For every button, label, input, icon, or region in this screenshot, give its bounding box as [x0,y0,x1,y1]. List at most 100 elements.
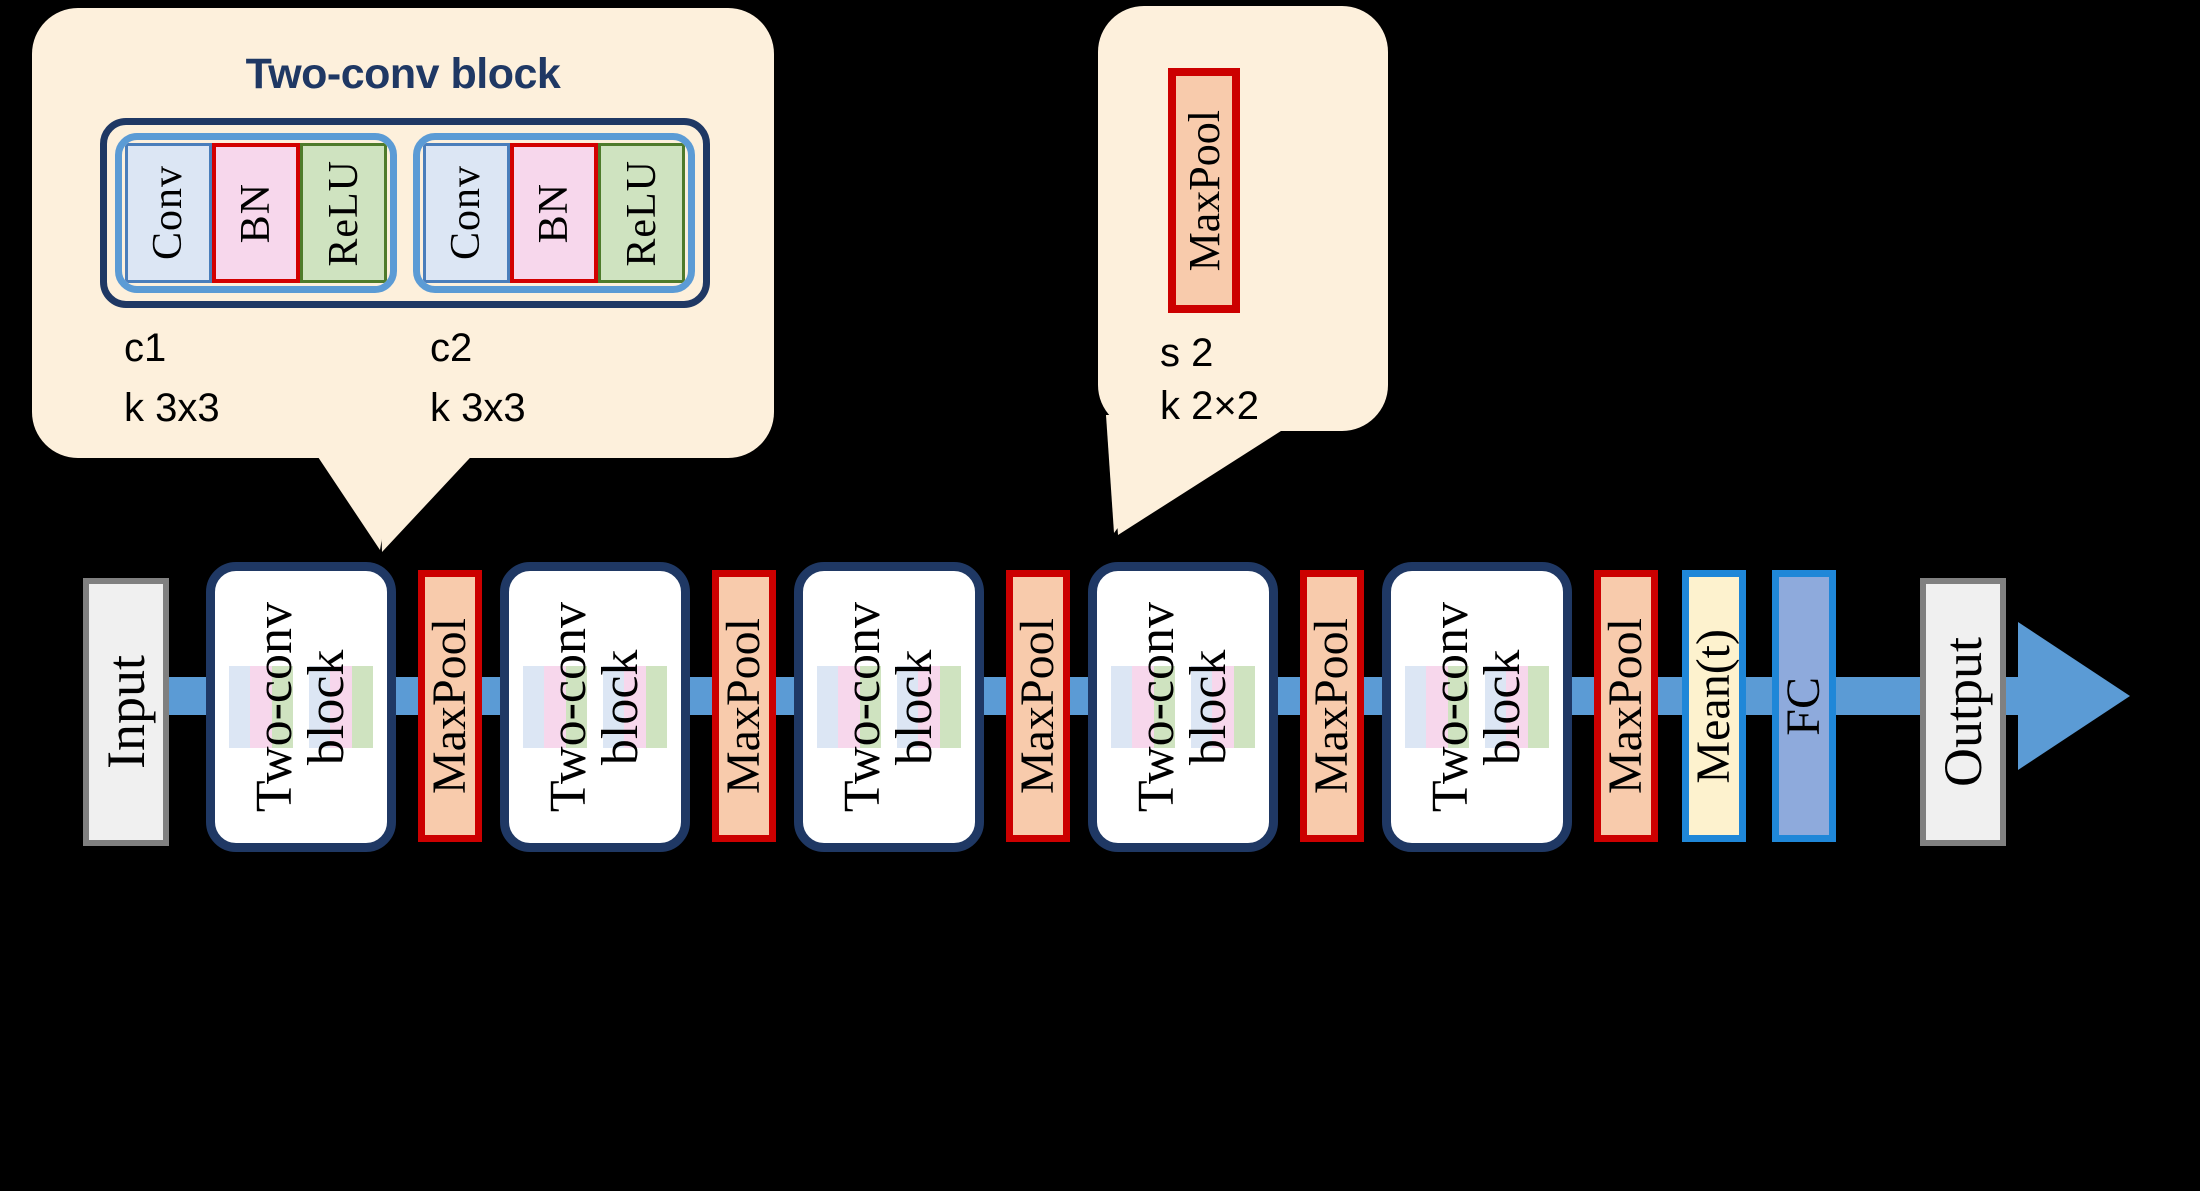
bn-stripe [838,666,860,748]
stripe-group-c1 [1405,666,1469,748]
relu-stripe [939,666,961,748]
stripe-group-c1 [523,666,587,748]
pipeline-node-label: Two-conv block [834,601,943,813]
stripe-group-c2 [897,666,961,748]
pipeline-node-block3[interactable]: Two-conv block [794,562,984,852]
c1-kernel-label: k 3x3 [124,386,220,430]
pipeline-node-label: Two-conv block [540,601,649,813]
relu-stripe [351,666,373,748]
bn-stripe [918,666,940,748]
stripe-group-c2 [1485,666,1549,748]
relu-stripe [645,666,667,748]
conv-stripe [1111,666,1133,748]
pipeline-node-label: MaxPool [1305,617,1358,794]
conv-stripe [229,666,251,748]
maxpool-legend-chip-label: MaxPool [1179,109,1229,272]
pipeline-node-fc[interactable]: FC [1772,570,1836,842]
pipeline-node-input[interactable]: Input [83,578,169,846]
maxpool-stride-label: s 2 [1160,331,1214,375]
conv-stripe [1485,666,1507,748]
maxpool-legend-chip: MaxPool [1168,68,1240,313]
pipeline-node-label: MaxPool [1011,617,1064,794]
pipeline-node-label: MaxPool [717,617,770,794]
two-conv-outer-container: Conv BN ReLU Conv BN ReLU [100,118,710,308]
conv-stripe [817,666,839,748]
bn-cell-label: BN [531,182,577,244]
pipeline-node-block4[interactable]: Two-conv block [1088,562,1278,852]
pipeline-node-label: Two-conv block [1422,601,1531,813]
block-stripes [1405,666,1549,748]
two-conv-callout: Two-conv block Conv BN ReLU Conv [32,8,774,458]
pipeline-node-pool3[interactable]: MaxPool [1006,570,1070,842]
maxpool-callout: MaxPool s 2 k 2×2 [1098,6,1388,431]
stripe-group-c2 [603,666,667,748]
maxpool-kernel-label: k 2×2 [1160,384,1259,428]
pipeline-node-pool4[interactable]: MaxPool [1300,570,1364,842]
relu-cell-label: ReLU [618,159,665,267]
bn-stripe [1506,666,1528,748]
conv-unit-c1: Conv BN ReLU [115,133,397,293]
block-stripes [1111,666,1255,748]
stripe-group-c1 [817,666,881,748]
c2-kernel-label: k 3x3 [430,386,526,430]
pipeline-node-pool5[interactable]: MaxPool [1594,570,1658,842]
relu-stripe [1447,666,1469,748]
pipeline-node-label: MaxPool [1599,617,1652,794]
pipeline-node-block1[interactable]: Two-conv block [206,562,396,852]
c2-name-label: c2 [430,326,473,370]
pipeline-node-label: MaxPool [423,617,476,794]
relu-stripe [859,666,881,748]
stripe-group-c2 [309,666,373,748]
conv-cell-label: Conv [145,165,192,261]
pipeline-node-label: Input [96,655,156,769]
conv-stripe [1191,666,1213,748]
block-stripes [523,666,667,748]
relu-stripe [1153,666,1175,748]
relu-stripe [1233,666,1255,748]
bn-stripe [250,666,272,748]
bn-stripe [1132,666,1154,748]
pipeline-node-pool2[interactable]: MaxPool [712,570,776,842]
pipeline-node-label: FC [1777,676,1830,736]
conv-stripe [309,666,331,748]
stripe-group-c1 [229,666,293,748]
relu-cell-label: ReLU [320,159,367,267]
pipeline-node-label: Two-conv block [1128,601,1237,813]
conv-stripe [523,666,545,748]
conv-stripe [897,666,919,748]
stripe-group-c1 [1111,666,1175,748]
pipeline-node-label: Two-conv block [246,601,355,813]
bn-stripe [1426,666,1448,748]
conv-stripe [1405,666,1427,748]
c1-name-label: c1 [124,326,167,370]
conv-cell-label: Conv [443,165,490,261]
relu-cell: ReLU [598,143,686,283]
relu-stripe [271,666,293,748]
pipeline-node-label: Mean(t) [1687,628,1740,784]
maxpool-callout-tail [1106,415,1306,535]
bn-stripe [330,666,352,748]
relu-stripe [1527,666,1549,748]
conv-cell: Conv [423,143,510,283]
block-stripes [229,666,373,748]
bn-stripe [544,666,566,748]
bn-cell-label: BN [233,182,279,244]
pipeline-node-label: Output [1933,636,1993,787]
stripe-group-c2 [1191,666,1255,748]
relu-cell: ReLU [300,143,388,283]
pipeline-node-pool1[interactable]: MaxPool [418,570,482,842]
block-stripes [817,666,961,748]
conv-unit-c2: Conv BN ReLU [413,133,695,293]
pipeline-node-mean[interactable]: Mean(t) [1682,570,1746,842]
conv-cell: Conv [125,143,212,283]
bn-stripe [624,666,646,748]
pipeline-node-block5[interactable]: Two-conv block [1382,562,1572,852]
two-conv-callout-title: Two-conv block [245,50,561,98]
pipeline-arrow-head [2018,622,2130,770]
pipeline-node-output[interactable]: Output [1920,578,2006,846]
pipeline-node-block2[interactable]: Two-conv block [500,562,690,852]
relu-stripe [565,666,587,748]
bn-stripe [1212,666,1234,748]
conv-stripe [603,666,625,748]
bn-cell: BN [211,143,301,283]
